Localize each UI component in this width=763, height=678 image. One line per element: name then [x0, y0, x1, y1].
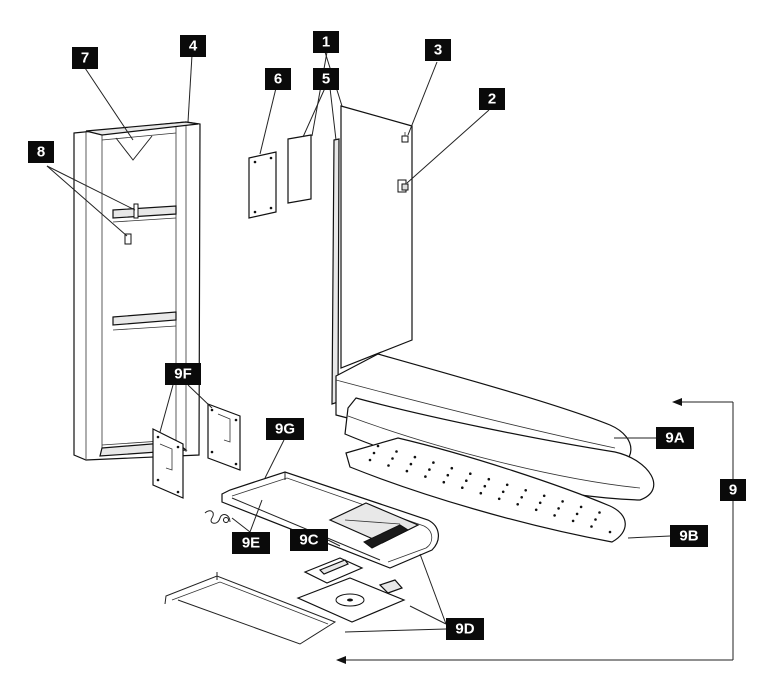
perforation-hole [395, 450, 398, 453]
label-6: 6 [265, 68, 291, 90]
perforation-hole [497, 497, 501, 501]
hinge-plate-left [152, 428, 184, 499]
label-4: 4 [180, 35, 206, 57]
label-9C: 9C [290, 529, 328, 551]
perforation-hole [534, 508, 538, 512]
label-8: 8 [28, 141, 54, 163]
label-9: 9 [720, 479, 746, 501]
label-2: 2 [479, 88, 505, 110]
perforation-hole [428, 468, 431, 471]
label-7: 7 [72, 47, 98, 69]
svg-text:9G: 9G [275, 421, 295, 438]
perforation-hole [516, 503, 519, 506]
perforation-hole [520, 496, 523, 499]
hook-hardware [124, 203, 139, 245]
mirror-panel [287, 134, 312, 204]
label-1: 1 [313, 31, 339, 53]
swivel-plate [296, 577, 406, 623]
perforated-board [345, 437, 626, 543]
svg-text:9E: 9E [242, 535, 260, 552]
perforation-hole [557, 507, 560, 510]
perforation-hole [461, 486, 464, 490]
perforation-hole [413, 455, 417, 459]
label-3: 3 [425, 39, 451, 61]
hanger-bracket [115, 135, 153, 161]
label-9A: 9A [656, 427, 694, 449]
svg-text:2: 2 [488, 91, 496, 108]
perforation-hole [538, 501, 542, 505]
svg-text:3: 3 [434, 42, 442, 59]
lower-shelf [112, 311, 177, 326]
perforation-hole [579, 505, 583, 509]
hinge-plate-right [207, 403, 241, 471]
base-frame [164, 572, 337, 645]
label-5: 5 [313, 68, 339, 90]
perforation-hole [542, 494, 546, 498]
label-9B: 9B [670, 525, 708, 547]
perforation-hole [432, 461, 435, 464]
perforation-hole [442, 480, 446, 484]
iron-holder [397, 179, 409, 193]
top-hook [401, 132, 409, 143]
perforation-hole [446, 473, 450, 477]
perforation-hole [608, 530, 612, 534]
leader-lines [46, 51, 734, 664]
back-panel [340, 105, 413, 369]
cabinet-frame [73, 121, 201, 461]
label-9E: 9E [232, 532, 270, 554]
svg-text:9: 9 [729, 482, 737, 499]
perforation-hole [590, 525, 593, 528]
perforation-hole [424, 475, 427, 478]
perforation-hole [376, 444, 380, 448]
svg-text:9F: 9F [174, 366, 192, 383]
label-9G: 9G [266, 418, 304, 440]
perforation-hole [465, 479, 468, 483]
label-9D: 9D [446, 618, 484, 640]
door-panel [248, 151, 277, 219]
svg-text:9B: 9B [679, 528, 698, 545]
perforation-hole [469, 472, 472, 476]
upper-shelf [112, 205, 177, 219]
perforation-hole [487, 477, 491, 481]
label-9F: 9F [165, 363, 201, 385]
perforation-hole [483, 484, 487, 488]
perforation-hole [409, 462, 413, 466]
perforation-hole [561, 500, 564, 503]
perforation-hole [405, 469, 409, 473]
perforation-hole [594, 518, 597, 521]
perforation-hole [524, 489, 527, 492]
pivot-bracket [303, 557, 364, 584]
perforation-hole [571, 519, 575, 523]
perforation-hole [391, 457, 394, 460]
perforation-hole [479, 491, 483, 495]
svg-text:9C: 9C [299, 532, 318, 549]
perforation-hole [553, 514, 556, 517]
perforation-hole [368, 458, 372, 462]
spring [204, 510, 231, 524]
perforation-hole [372, 451, 376, 455]
svg-text:9A: 9A [665, 430, 684, 447]
perforation-hole [505, 483, 509, 487]
perforation-hole [501, 490, 505, 494]
perforation-hole [575, 512, 579, 516]
svg-text:1: 1 [322, 34, 330, 51]
svg-text:6: 6 [274, 71, 282, 88]
perforation-hole [387, 464, 390, 467]
leg-frame [221, 471, 439, 569]
svg-text:9D: 9D [455, 621, 474, 638]
svg-text:5: 5 [322, 71, 330, 88]
perforation-hole [450, 466, 454, 470]
perforation-hole [598, 511, 601, 514]
svg-text:4: 4 [189, 38, 198, 55]
svg-text:8: 8 [37, 144, 45, 161]
svg-text:7: 7 [81, 50, 89, 67]
hinge-strip [331, 138, 340, 405]
ironing-board-top [335, 353, 655, 501]
